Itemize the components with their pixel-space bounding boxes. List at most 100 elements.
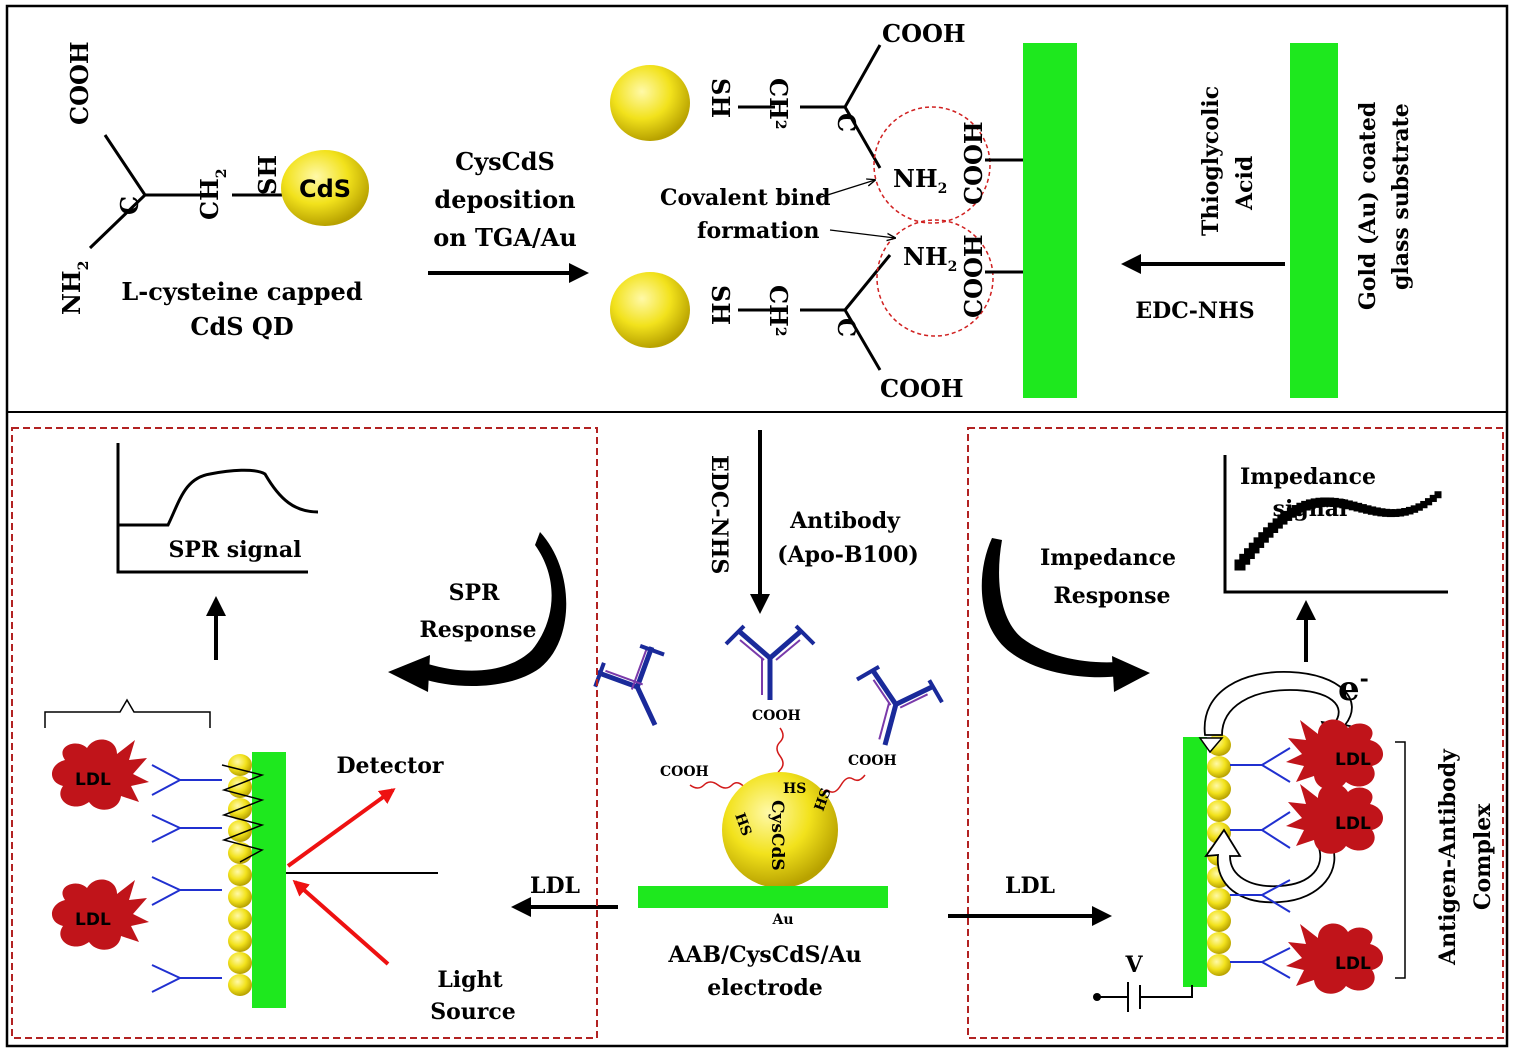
impedance-point [1405, 506, 1414, 515]
complex-line1: Antigen-Antibody [1435, 748, 1461, 966]
impedance-point [1344, 500, 1353, 510]
antibody-line2: (Apo-B100) [777, 542, 919, 568]
impedance-electrode [1183, 737, 1207, 987]
edc-nhs-center: EDC-NHS [706, 455, 732, 574]
spr-signal-curve [118, 468, 319, 527]
c-label: C [115, 196, 144, 215]
electron-label: e- [1338, 666, 1369, 709]
tga-au-substrate [1023, 43, 1077, 398]
au-electrode-bar [638, 886, 888, 908]
deposition-line1: CysCdS [455, 147, 555, 176]
ldl-right-label: LDL [1005, 873, 1055, 899]
cds-sphere [228, 842, 252, 864]
spr-evanescent-wave [221, 764, 265, 863]
cds-sphere [228, 930, 252, 952]
substrate-cooh-lower: COOH [959, 234, 988, 318]
gold-glass-substrate [1290, 43, 1338, 398]
impedance-response-arrow [981, 538, 1120, 678]
edc-nhs-top: EDC-NHS [1135, 298, 1254, 324]
spr-cds-layer [228, 754, 252, 996]
sh-label: SH [253, 155, 282, 195]
imp-ldl-3-label: LDL [1335, 954, 1371, 974]
au-label: Au [771, 912, 793, 928]
voltage-label: V [1124, 952, 1143, 978]
substrate-cooh-upper: COOH [959, 121, 988, 205]
cds-sphere [1207, 910, 1231, 932]
impedance-point [1434, 491, 1442, 499]
electrode-line1: AAB/CysCdS/Au [667, 942, 861, 968]
antibody-line1: Antibody [789, 508, 901, 534]
cds-sphere [228, 908, 252, 930]
complex-bracket [1395, 741, 1406, 979]
impedance-point [1239, 553, 1251, 565]
spr-signal-label: SPR signal [168, 537, 301, 563]
cds-sphere [228, 974, 252, 996]
impedance-point [1382, 508, 1391, 517]
impedance-point [1401, 508, 1409, 516]
cds-sphere [1207, 800, 1231, 822]
nh2-label: NH2 [57, 261, 92, 315]
spr-panel [11, 427, 598, 1039]
impedance-point [1358, 504, 1367, 513]
impedance-signal-points [1234, 491, 1442, 571]
cds-sphere [1207, 778, 1231, 800]
impedance-point [1415, 503, 1423, 511]
impedance-point [1372, 507, 1381, 516]
qd-caption-line1: L-cysteine capped [121, 277, 362, 306]
cds-sphere [228, 886, 252, 908]
impedance-graph-axes [1223, 455, 1448, 594]
reflected-ray [286, 788, 396, 868]
impedance-point [1248, 542, 1260, 554]
antibody-right [855, 665, 944, 746]
spr-response-line2: Response [419, 617, 536, 643]
cds-sphere [228, 864, 252, 886]
antibody-middle [724, 624, 816, 700]
nh2-lower: NH2 [903, 242, 957, 275]
light-source-line2: Source [430, 999, 516, 1025]
c-lower: C [832, 318, 861, 337]
cds-sphere [228, 754, 252, 776]
electrode-fabrication: EDC-NHS Antibody (Apo-B100) COOH COOH CO… [511, 430, 1112, 1001]
impedance-point [1353, 502, 1363, 512]
spr-antibodies [151, 764, 222, 993]
antibody-left [593, 643, 665, 727]
deposition-step: CysCdS deposition on TGA/Au [428, 147, 589, 283]
ch2-upper: CH2 [764, 78, 793, 130]
spr-ldl-upper-label: LDL [75, 770, 111, 790]
cds-qd-lower [610, 272, 690, 348]
impedance-antibodies [1230, 747, 1291, 979]
impedance-point [1310, 498, 1321, 508]
cds-qd-upper [610, 65, 690, 141]
spr-response-arrow [420, 532, 567, 687]
spr-brace [44, 698, 211, 728]
impedance-point [1315, 497, 1325, 508]
tga-line1: Thioglycolic [1198, 86, 1224, 236]
spr-section: SPR signal SPR Response LDL LDL Detector [44, 443, 567, 1025]
impedance-point [1320, 497, 1330, 507]
cds-sphere [1207, 932, 1231, 954]
complex-line2: Complex [1470, 803, 1496, 910]
cds-sphere [1207, 954, 1231, 976]
cyscds-quantum-dot [722, 772, 838, 888]
impedance-signal-line1: Impedance [1240, 464, 1376, 490]
cooh-left-ab: COOH [660, 764, 709, 780]
lcysteine-qd-structure: COOH C CH2 SH NH2 CdS L-cysteine capped … [57, 41, 369, 341]
cooh-top: COOH [882, 19, 966, 48]
spr-ldl-lower-label: LDL [75, 910, 111, 930]
cooh-label: COOH [65, 41, 94, 125]
deposition-line3: on TGA/Au [433, 223, 577, 252]
spr-graph-axes [116, 443, 308, 574]
impedance-point [1396, 508, 1405, 517]
binding-circle-lower [876, 219, 994, 337]
spr-response-line1: SPR [449, 580, 500, 606]
impedance-point [1348, 501, 1358, 511]
incident-ray [292, 879, 390, 966]
qd-caption-line2: CdS QD [190, 312, 293, 341]
gold-label-line1: Gold (Au) coated [1355, 102, 1381, 310]
impedance-point [1410, 505, 1419, 513]
impedance-point [1367, 506, 1377, 515]
electron-arrow-lower [1204, 828, 1336, 904]
impedance-point [1429, 494, 1437, 502]
cds-sphere [1207, 756, 1231, 778]
hs-top: HS [783, 781, 806, 797]
